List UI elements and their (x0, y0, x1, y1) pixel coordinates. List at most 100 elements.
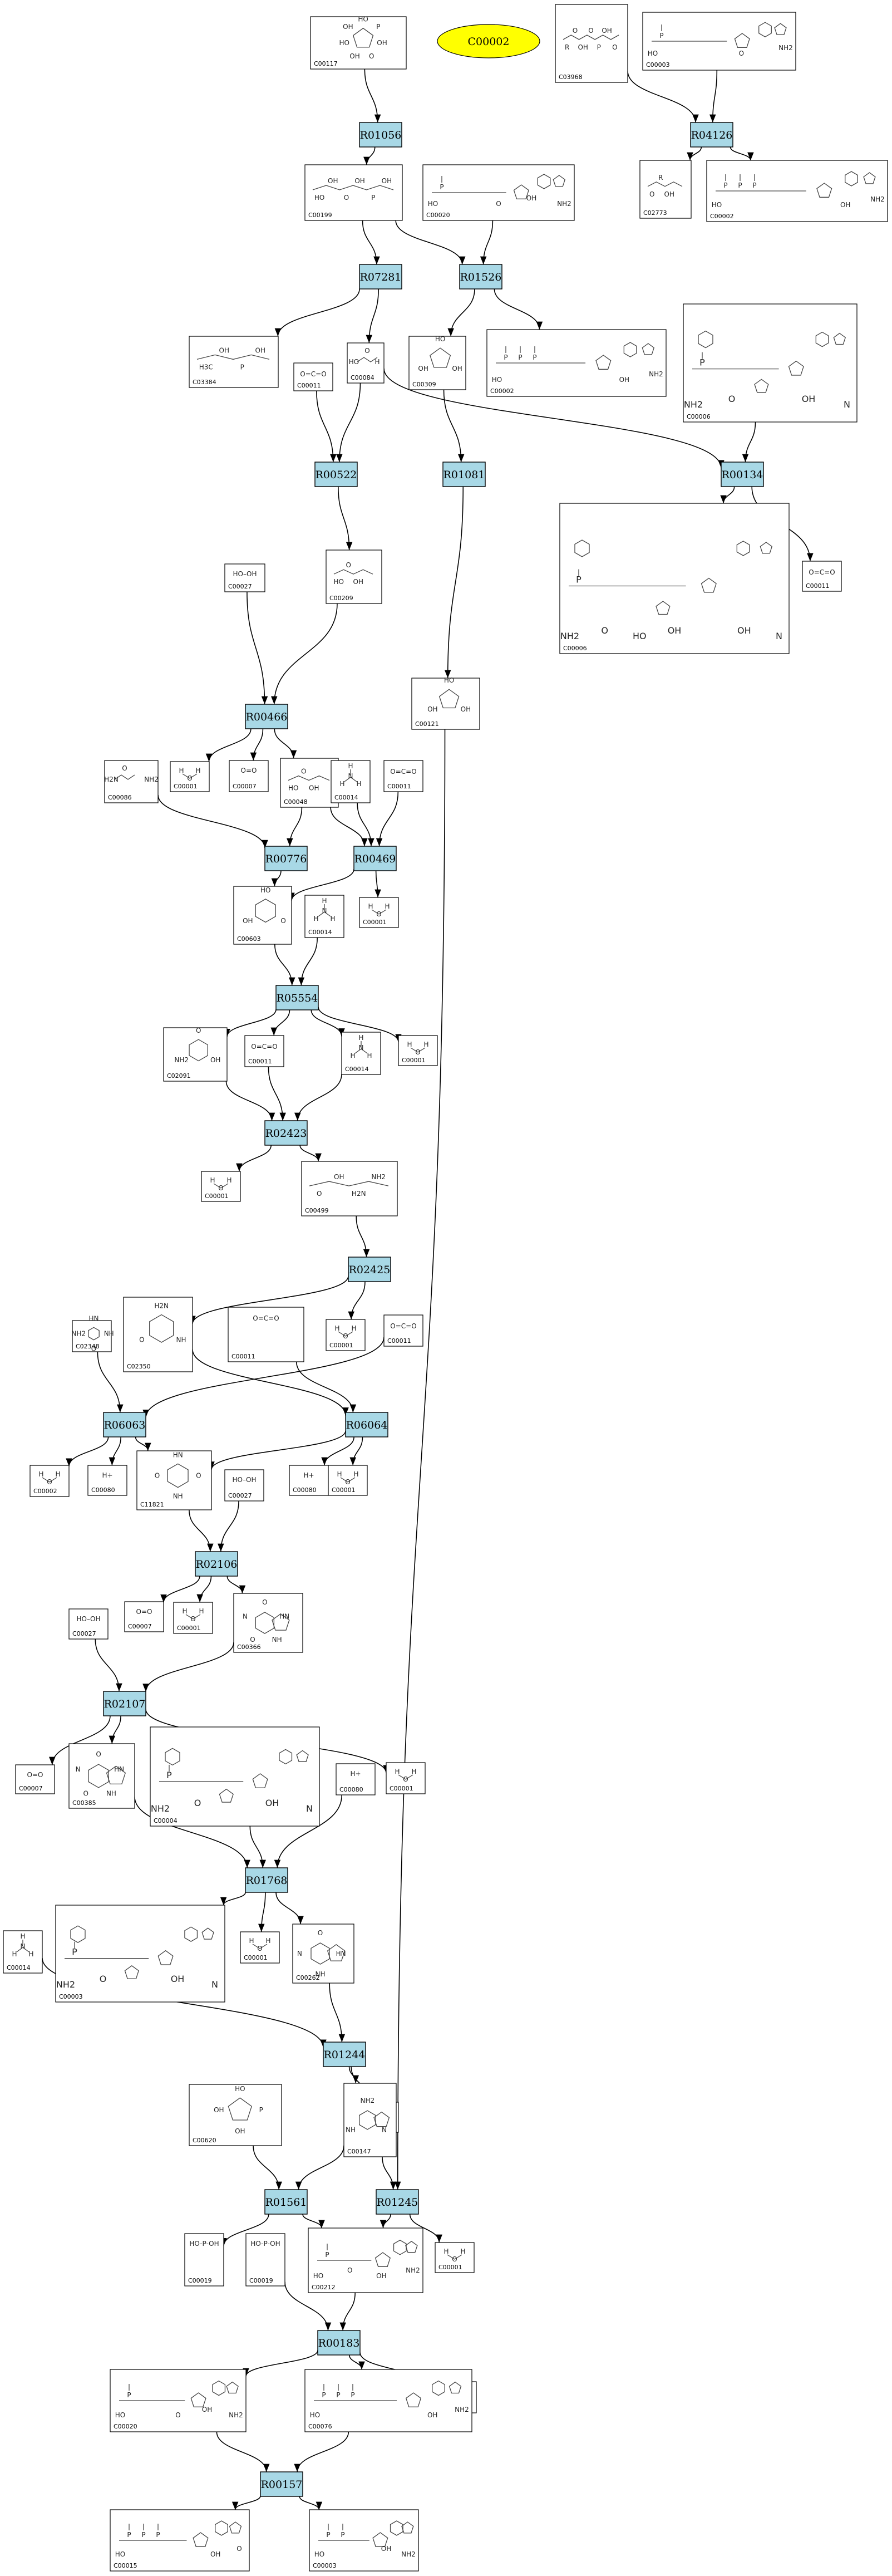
reaction-node[interactable]: R02425 (348, 1257, 391, 1282)
reaction-node[interactable]: R05554 (275, 985, 319, 1010)
reaction-node[interactable]: R01081 (442, 462, 486, 487)
reaction-node[interactable]: R01244 (323, 2042, 366, 2067)
reaction-node[interactable]: R00522 (314, 462, 358, 487)
reaction-node[interactable]: R01561 (264, 2189, 308, 2215)
reaction-node[interactable]: R01245 (376, 2189, 419, 2215)
target-compound-node[interactable]: C00002 (437, 24, 540, 58)
atom-label: N (348, 772, 353, 780)
reaction-node[interactable]: R02423 (264, 1120, 308, 1146)
reaction-node[interactable]: R06063 (103, 1412, 146, 1437)
reaction-node[interactable]: R02107 (103, 1691, 146, 1716)
reaction-node[interactable]: R00469 (353, 846, 397, 871)
reaction-node[interactable]: R01768 (245, 1867, 288, 1893)
reaction-node[interactable]: R00776 (264, 846, 308, 871)
reaction-node[interactable]: R01056 (359, 122, 402, 148)
reaction-node[interactable]: R00157 (260, 2471, 303, 2497)
atom-label: NH2 (870, 195, 885, 203)
compound-frame (184, 2233, 224, 2286)
edge-r11-c32 (299, 1145, 322, 1162)
reaction-node[interactable]: R00183 (317, 2330, 361, 2356)
reaction-node[interactable]: R07281 (359, 264, 402, 290)
compound-node[interactable]: H+C00080 (336, 1763, 376, 1795)
reaction-node[interactable]: R02106 (195, 1551, 238, 1577)
edge-c9-r6 (383, 368, 725, 468)
reaction-node[interactable]: R00466 (245, 704, 288, 729)
edge-r2-c7 (274, 288, 360, 337)
reaction-node[interactable]: R04126 (690, 122, 733, 148)
reaction-node[interactable]: R00134 (721, 462, 764, 487)
compound-node[interactable]: H+C00080 (87, 1465, 127, 1496)
compound-node[interactable]: H+C00080 (289, 1465, 329, 1496)
atom-label: OH (349, 52, 359, 60)
reaction-node[interactable]: R01526 (459, 264, 502, 290)
compound-id-label: C00027 (228, 583, 252, 590)
target-ellipse (437, 24, 540, 58)
reaction-node[interactable]: R06064 (345, 1412, 388, 1437)
